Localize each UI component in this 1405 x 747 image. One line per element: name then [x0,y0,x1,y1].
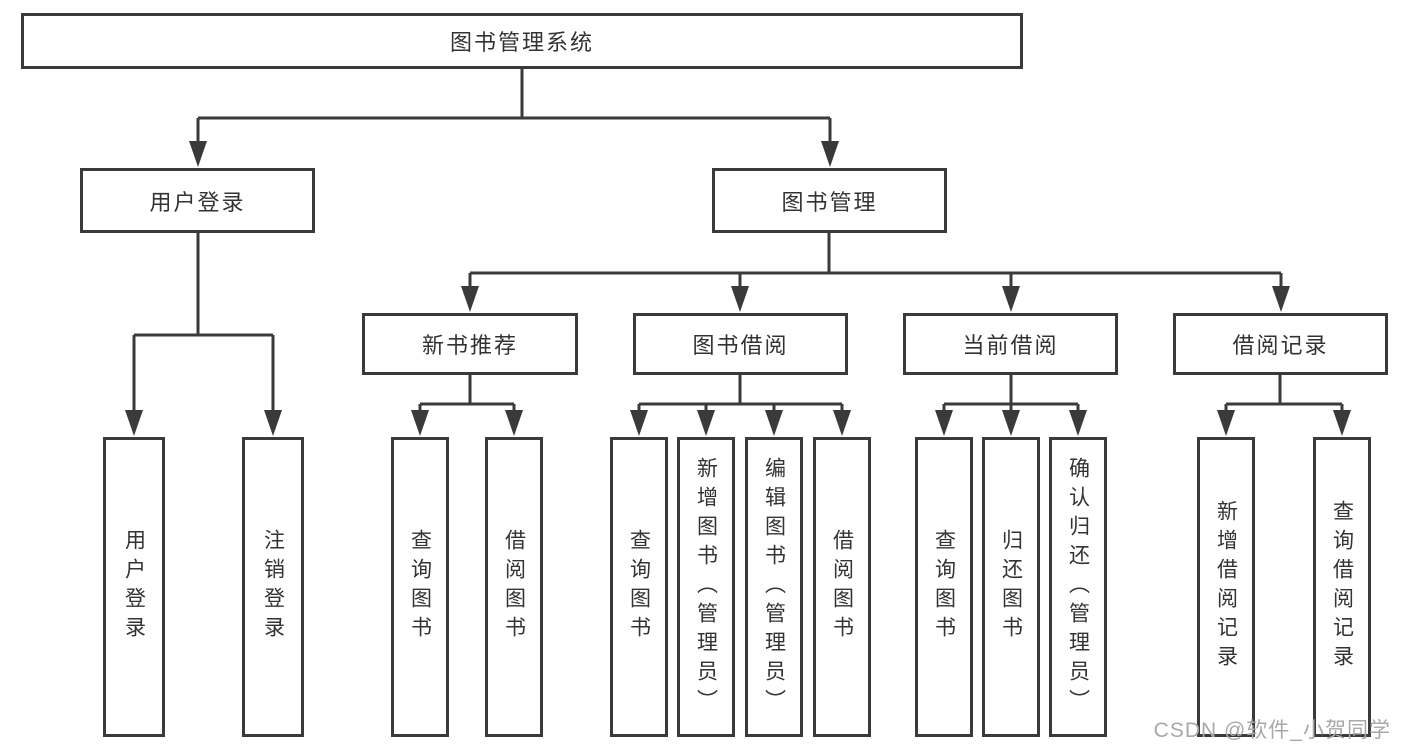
node-leaf-cb-return-books: 归还图书 [982,437,1040,737]
connector-borrowing-records-branch [1217,375,1351,436]
node-borrowing-records: 借阅记录 [1173,313,1388,375]
node-label: 新增图书（管理员） [694,456,718,718]
csdn-watermark: CSDN @软件_小贺同学 [1153,719,1391,742]
connector-new-book-recommendation-branch [411,375,523,436]
node-new-book-recommendation: 新书推荐 [362,313,578,375]
connector-root-to-level2 [189,69,839,167]
node-current-borrowing: 当前借阅 [903,313,1118,375]
node-book-borrowing: 图书借阅 [633,313,848,375]
node-label: 用户登录 [149,189,246,215]
node-leaf-bb-add-book-admin: 新增图书（管理员） [677,437,735,737]
node-leaf-cb-query-books: 查询图书 [915,437,973,737]
node-label: 用户登录 [122,529,146,645]
node-label: 归还图书 [999,529,1023,645]
node-label: 新增借阅记录 [1214,500,1238,674]
node-label: 查询借阅记录 [1330,500,1354,674]
node-label: 查询图书 [408,529,432,645]
node-leaf-br-query-borrow-record: 查询借阅记录 [1313,437,1371,737]
connector-current-borrowing-branch [935,375,1087,436]
node-label: 图书管理 [781,189,878,215]
node-label: 当前借阅 [962,333,1059,358]
node-leaf-logout: 注销登录 [242,437,304,737]
node-label: 图书管理系统 [449,30,594,55]
node-leaf-bb-edit-book-admin: 编辑图书（管理员） [745,437,803,737]
connector-book-management-branch [461,233,1290,312]
connector-user-login-branch [125,233,282,436]
node-library-management-system: 图书管理系统 [21,13,1023,69]
node-label: 查询图书 [932,529,956,645]
node-leaf-br-add-borrow-record: 新增借阅记录 [1197,437,1255,737]
node-user-login: 用户登录 [80,168,315,233]
node-label: 编辑图书（管理员） [762,456,786,718]
connector-book-borrowing-branch [630,375,851,436]
node-leaf-nbr-borrow-books: 借阅图书 [485,437,543,737]
node-label: 新书推荐 [421,333,518,358]
node-leaf-bb-query-books: 查询图书 [610,437,668,737]
node-label: 确认归还（管理员） [1066,456,1090,718]
node-label: 注销登录 [261,529,285,645]
node-label: 借阅记录 [1232,333,1329,358]
node-label: 查询图书 [627,529,651,645]
node-label: 借阅图书 [502,529,526,645]
node-label: 借阅图书 [830,529,854,645]
node-book-management: 图书管理 [712,168,947,233]
node-label: 图书借阅 [692,333,789,358]
node-leaf-bb-borrow-books: 借阅图书 [813,437,871,737]
node-leaf-cb-confirm-return-admin: 确认归还（管理员） [1049,437,1107,737]
node-leaf-nbr-query-books: 查询图书 [391,437,449,737]
node-leaf-user-login: 用户登录 [103,437,165,737]
